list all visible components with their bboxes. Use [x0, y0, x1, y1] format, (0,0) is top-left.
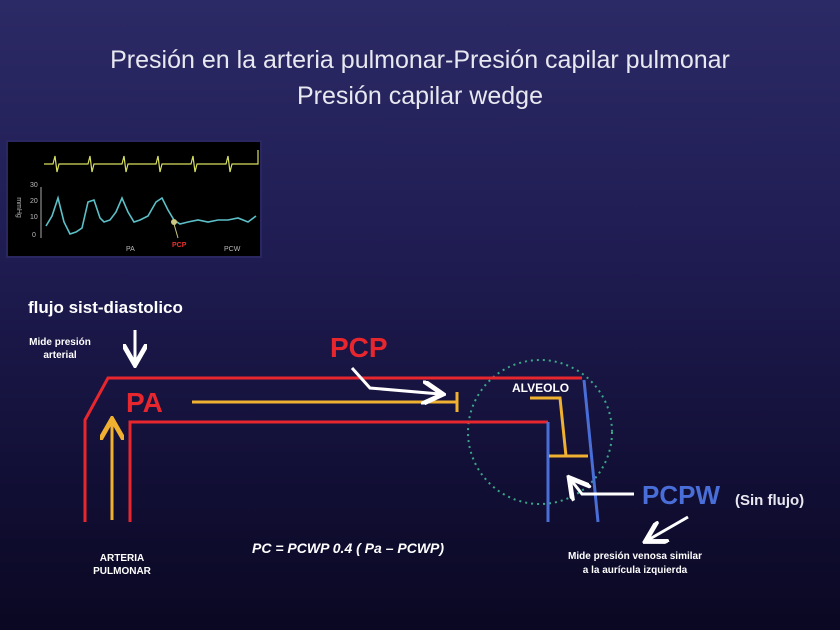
tick-10: 10 [30, 214, 38, 221]
monitor-waveforms [40, 150, 259, 239]
vein-outer-wall [582, 379, 600, 523]
monitor-label-pcw: PCW [224, 246, 241, 253]
monitor-label-pa: PA [126, 246, 135, 253]
venous-arrow-icon [648, 515, 689, 540]
pcpw-arrow-icon [571, 480, 634, 494]
tick-30: 30 [30, 182, 38, 189]
pressure-monitor-image: 30 20 10 0 mmHg PA PCP PCW [6, 140, 262, 258]
alveolus-circle [467, 359, 613, 505]
tick-0: 0 [32, 232, 36, 239]
artery-inner-wall [128, 420, 548, 522]
wedge-catheter [530, 396, 568, 457]
slide-title-line1: Presión en la arteria pulmonar-Presión c… [110, 46, 730, 74]
pulmonary-artery-label: ARTERIA PULMONAR [93, 553, 151, 577]
venous-pressure-note: Mide presión venosa similar a la aurícul… [568, 551, 702, 576]
no-flow-label: (Sin flujo) [735, 492, 805, 509]
pcp-label: PCP [330, 332, 388, 363]
artery-outer-wall [83, 376, 582, 522]
alveolo-label: ALVEOLO [512, 381, 570, 395]
pressure-trace [45, 195, 257, 235]
flow-label: flujo sist-diastolico [28, 298, 183, 317]
pcpw-label: PCPW [642, 480, 720, 510]
monitor-label-pcp: PCP [172, 242, 187, 249]
pcp-arrow-icon [350, 366, 440, 394]
arterial-pressure-note: Mide presión arterial [29, 337, 91, 361]
pa-label: PA [126, 387, 163, 418]
formula: PC = PCWP 0.4 ( Pa – PCWP) [252, 540, 445, 556]
slide-title-line2: Presión capilar wedge [297, 82, 543, 110]
tick-20: 20 [30, 198, 38, 205]
ecg-trace [44, 150, 259, 173]
